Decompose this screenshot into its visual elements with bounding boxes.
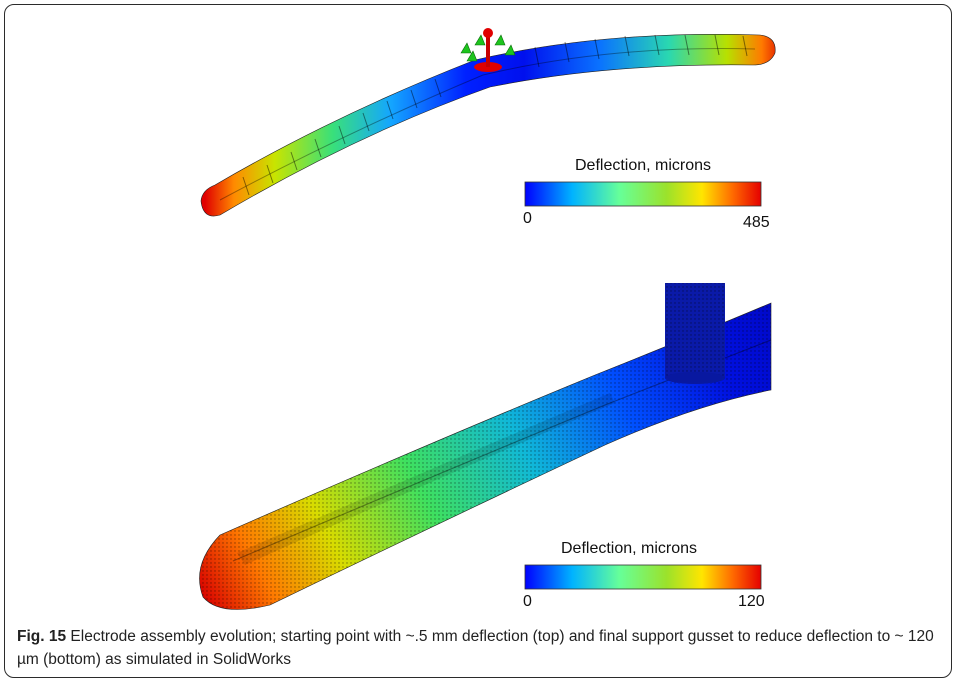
figure-label: Fig. 15 bbox=[17, 628, 67, 645]
bottom-beam-model bbox=[5, 5, 952, 678]
top-colorbar-max: 485 bbox=[743, 214, 770, 231]
support-gusset bbox=[665, 283, 725, 384]
figure-caption-text: Electrode assembly evolution; starting p… bbox=[17, 628, 934, 668]
figure-caption: Fig. 15 Electrode assembly evolution; st… bbox=[17, 625, 947, 671]
figure-graphics: Deflection, microns 0 485 Deflection, mi… bbox=[5, 5, 952, 678]
top-beam-model bbox=[200, 28, 776, 217]
top-colorbar: Deflection, microns 0 485 bbox=[523, 157, 770, 231]
bottom-colorbar: Deflection, microns 0 120 bbox=[523, 540, 765, 610]
top-colorbar-min: 0 bbox=[523, 210, 532, 227]
top-colorbar-scale bbox=[524, 181, 762, 207]
top-colorbar-title: Deflection, microns bbox=[575, 157, 711, 174]
load-fixture-icon bbox=[460, 28, 516, 72]
bottom-colorbar-min: 0 bbox=[523, 593, 532, 610]
bottom-colorbar-max: 120 bbox=[738, 593, 765, 610]
bottom-colorbar-scale bbox=[524, 564, 762, 590]
figure-frame: Deflection, microns 0 485 Deflection, mi… bbox=[4, 4, 952, 678]
bottom-colorbar-title: Deflection, microns bbox=[561, 540, 697, 557]
